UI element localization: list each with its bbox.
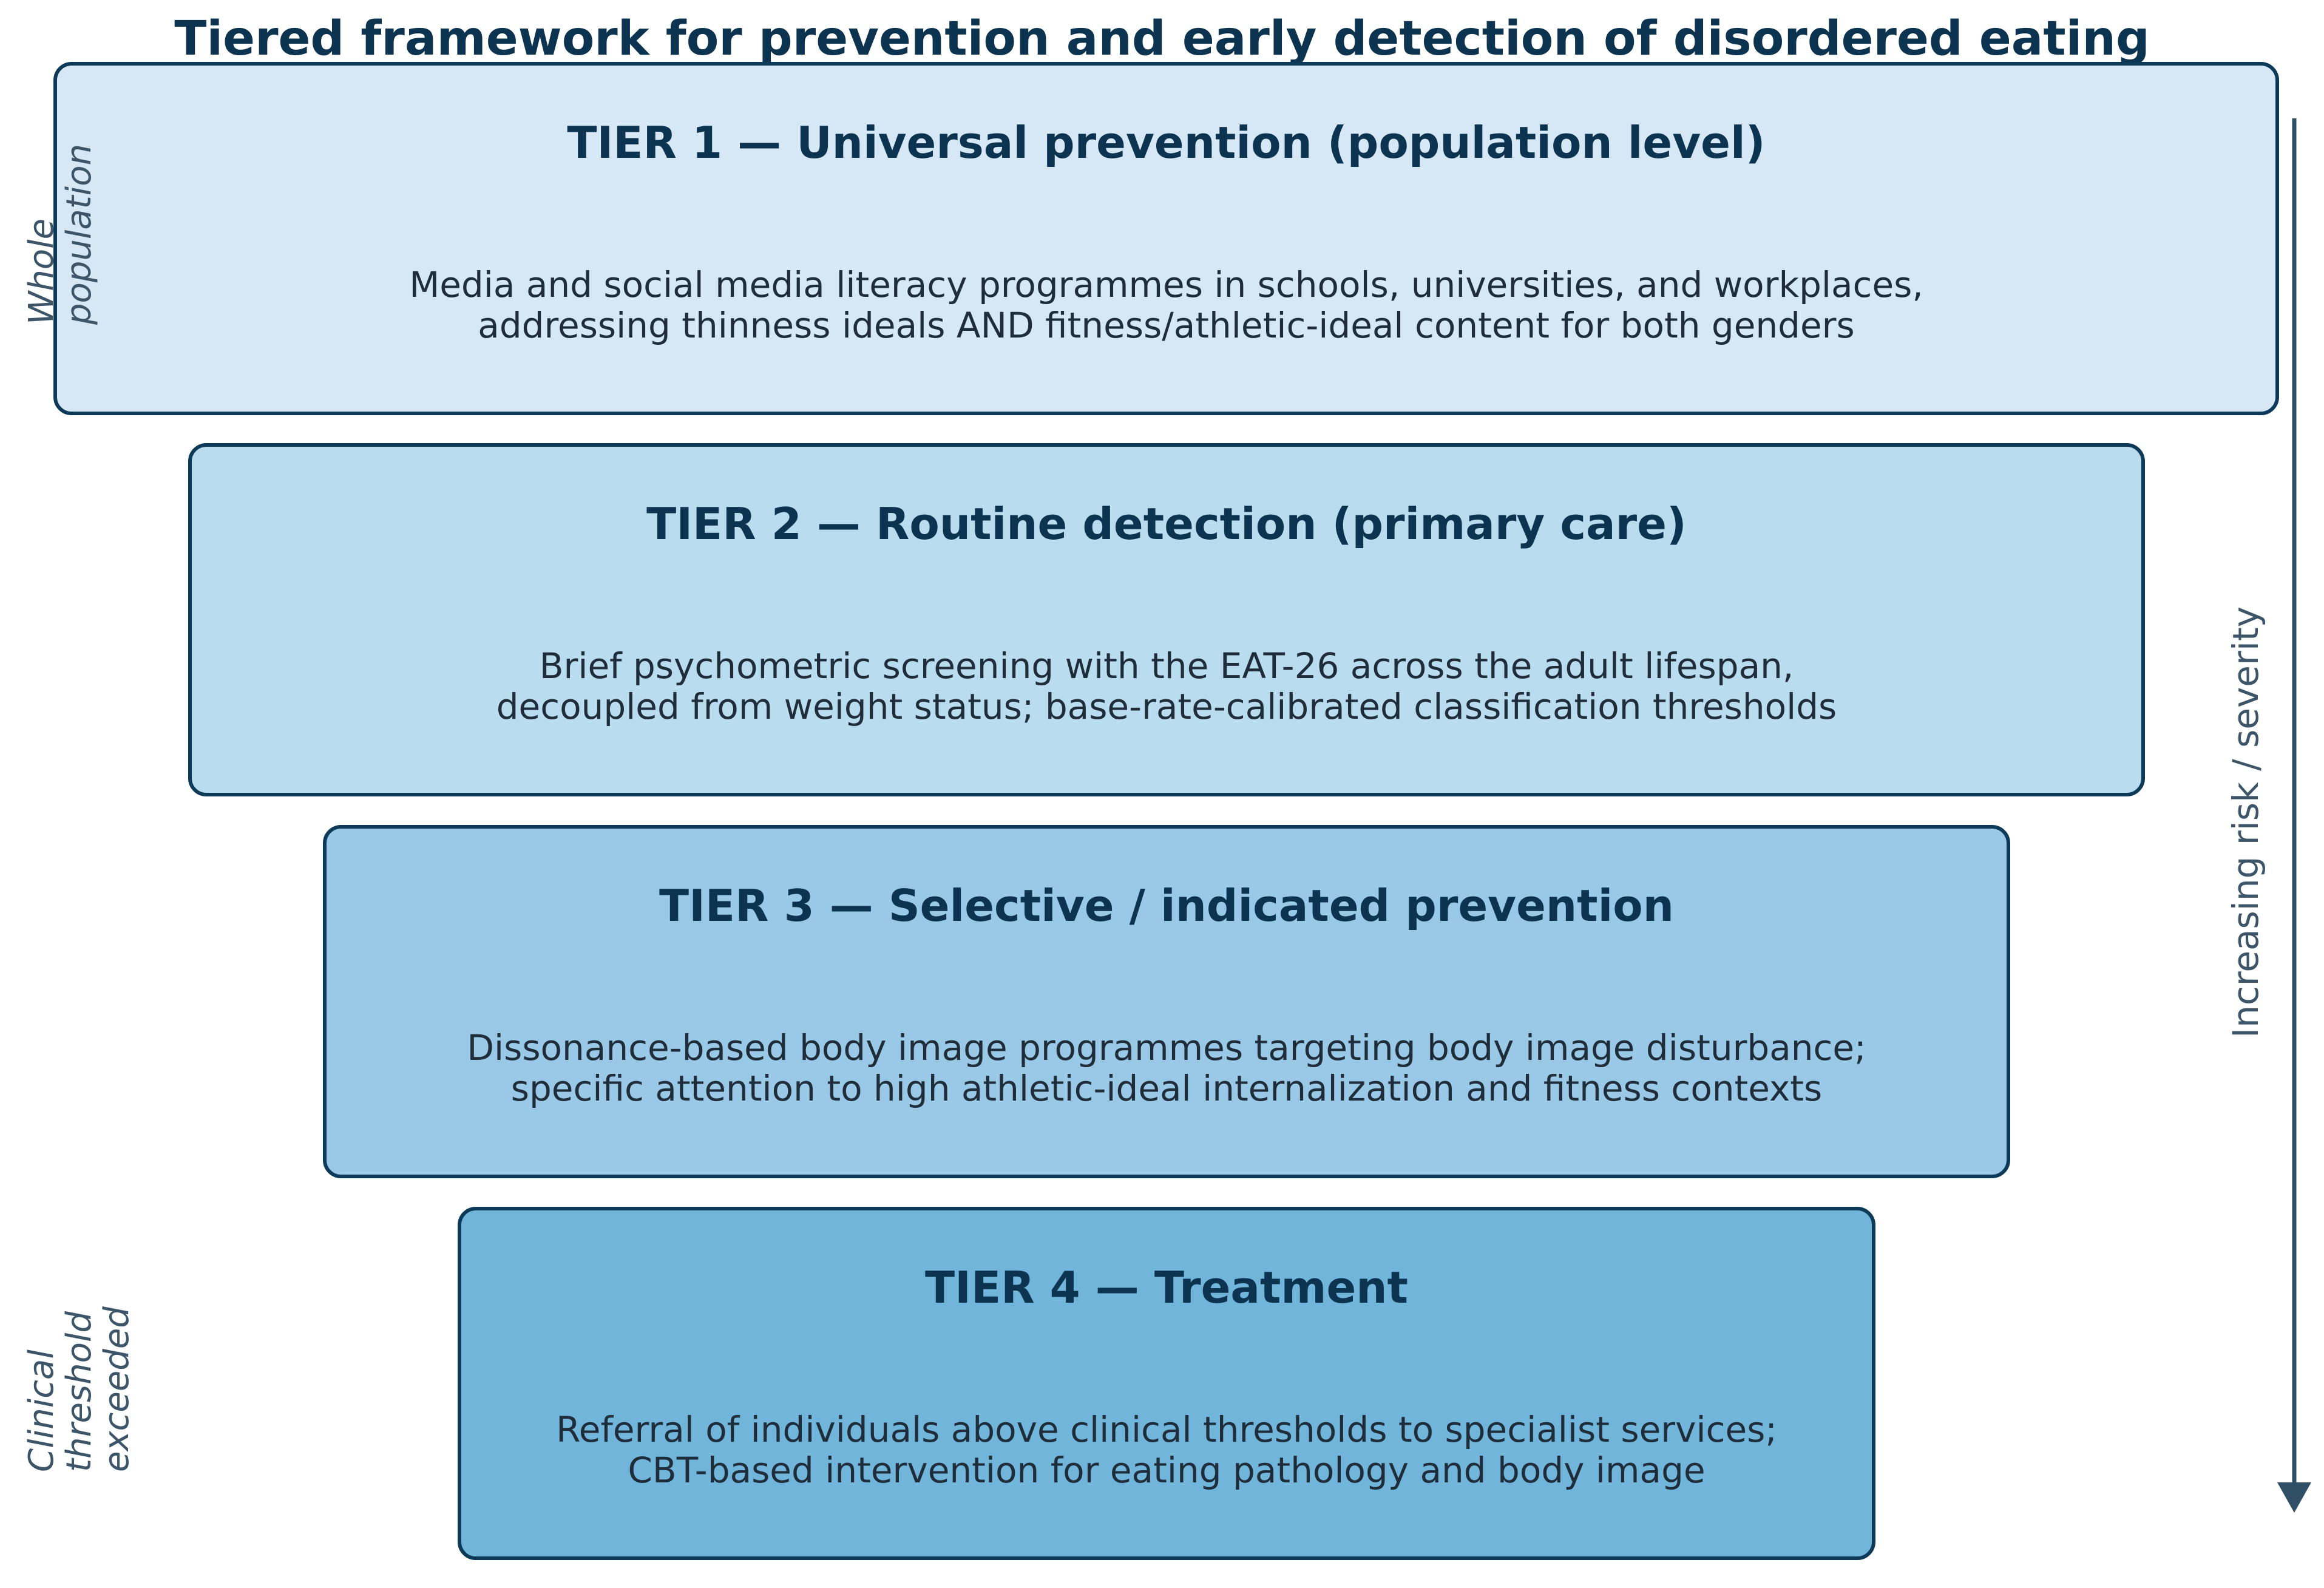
tier-4-description-line-1: Referral of individuals above clinical t… (556, 1409, 1777, 1450)
tier-4-heading: TIER 4 — Treatment (925, 1262, 1408, 1313)
tier-1-description: Media and social media literacy programm… (57, 265, 2275, 346)
tier-3-heading: TIER 3 — Selective / indicated preventio… (659, 880, 1674, 931)
tier-3-description-line-1: Dissonance-based body image programmes t… (467, 1027, 1866, 1068)
diagram-title: Tiered framework for prevention and earl… (174, 12, 2150, 66)
severity-arrow (2277, 118, 2311, 1513)
severity-arrow-head (2277, 1482, 2311, 1513)
tier-3-box: TIER 3 — Selective / indicated preventio… (323, 825, 2010, 1178)
tier-2-description: Brief psychometric screening with the EA… (192, 646, 2141, 727)
tier-2-description-line-2: decoupled from weight status; base-rate-… (496, 686, 1837, 727)
clinical-threshold-label: Clinical threshold exceeded (22, 1306, 137, 1472)
clinical-threshold-label-line-1: Clinical (22, 1349, 61, 1472)
tier-1-description-line-2: addressing thinness ideals AND fitness/a… (478, 305, 1855, 346)
tier-1-heading: TIER 1 — Universal prevention (populatio… (567, 117, 1766, 168)
whole-population-label: Whole population (22, 144, 99, 325)
tier-4-description-line-2: CBT-based intervention for eating pathol… (628, 1450, 1706, 1491)
whole-population-label-line-1: Whole (22, 218, 61, 325)
tier-1-description-line-1: Media and social media literacy programm… (409, 264, 1923, 305)
tier-3-description-line-2: specific attention to high athletic-idea… (510, 1068, 1823, 1109)
clinical-threshold-label-line-2: threshold (59, 1311, 99, 1472)
tier-2-heading: TIER 2 — Routine detection (primary care… (646, 498, 1687, 549)
tier-1-box: TIER 1 — Universal prevention (populatio… (53, 62, 2279, 415)
severity-axis-label: Increasing risk / severity (2225, 606, 2266, 1038)
tier-2-description-line-1: Brief psychometric screening with the EA… (539, 645, 1794, 687)
tier-4-description: Referral of individuals above clinical t… (461, 1410, 1872, 1491)
tier-4-box: TIER 4 — Treatment Referral of individua… (458, 1207, 1875, 1560)
whole-population-label-line-2: population (59, 144, 99, 325)
clinical-threshold-label-line-3: exceeded (97, 1306, 137, 1472)
tier-3-description: Dissonance-based body image programmes t… (327, 1028, 2007, 1109)
tier-2-box: TIER 2 — Routine detection (primary care… (188, 443, 2145, 796)
